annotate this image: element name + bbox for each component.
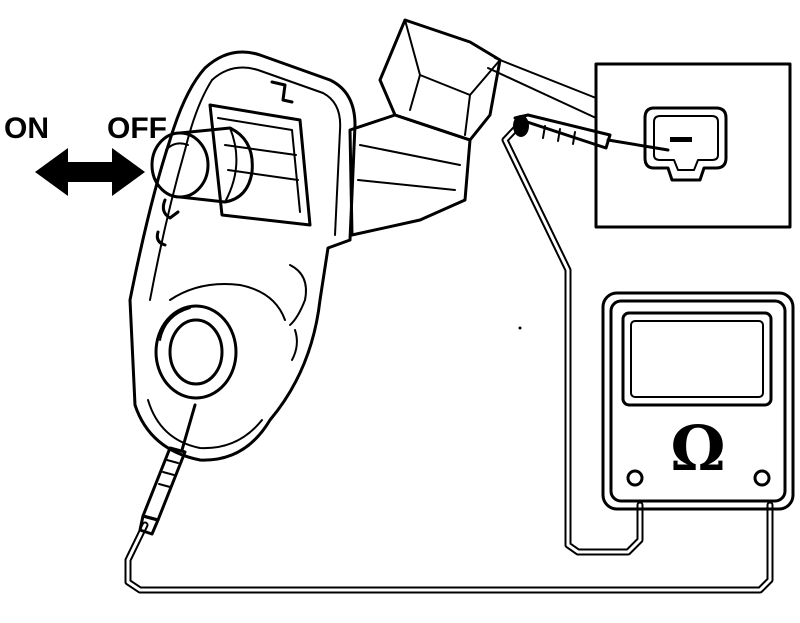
ohm-symbol-label: Ω: [670, 412, 725, 485]
ohmmeter-icon: [601, 291, 795, 511]
off-label: OFF: [107, 112, 167, 145]
speck-mark: [518, 326, 522, 330]
connector-terminal-icon: [643, 106, 728, 182]
switch-knob: [150, 126, 254, 204]
callout-leader-lines: [487, 57, 597, 119]
test-lead-wire-left: [124, 501, 774, 594]
on-label: ON: [4, 112, 49, 145]
right-test-probe: [513, 113, 670, 152]
test-lead-wire-right: [501, 118, 644, 556]
left-test-probe: [138, 403, 197, 536]
double-headed-arrow-icon: [35, 148, 145, 196]
switch-connector-housing: [348, 18, 502, 237]
ignition-switch-body: [128, 50, 357, 462]
connector-inset-box: [594, 62, 792, 229]
